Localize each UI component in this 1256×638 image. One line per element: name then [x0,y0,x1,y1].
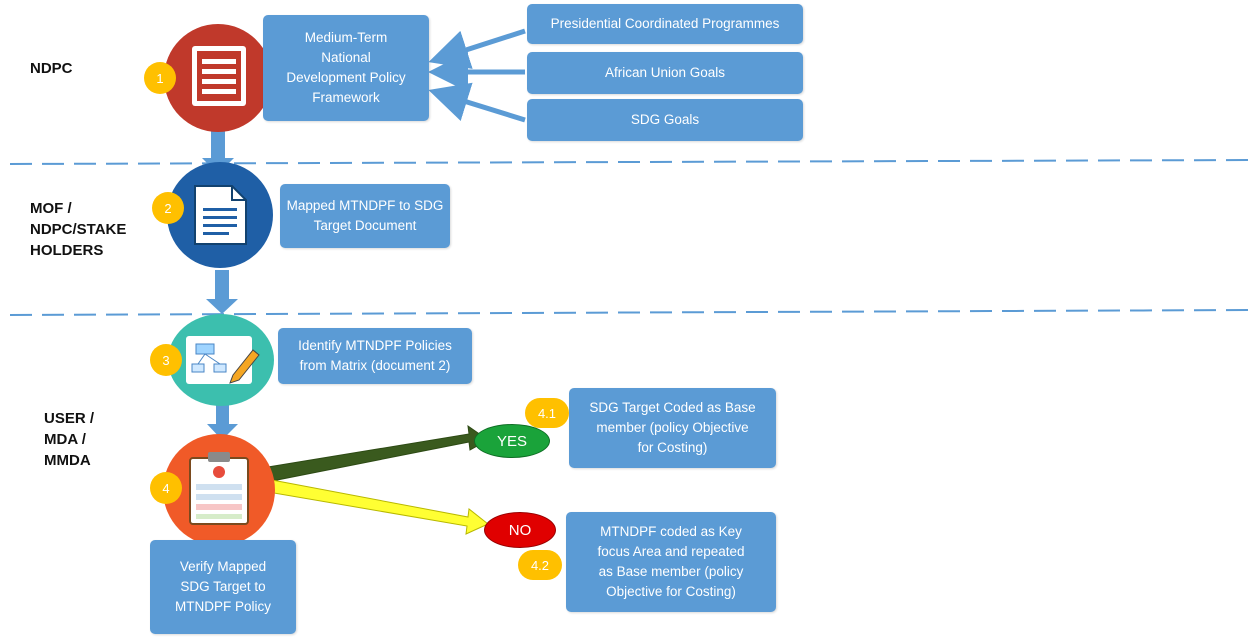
step-4-2-box: MTNDPF coded as Key focus Area and repea… [566,512,776,612]
no-arrow [267,479,489,535]
step-badge-4-2: 4.2 [518,550,562,580]
african-union-goals-box: African Union Goals [527,52,803,94]
step-4-1-box: SDG Target Coded as Base member (policy … [569,388,776,468]
yes-decision: YES [474,424,550,458]
sdg-goals-box: SDG Goals [527,99,803,141]
document-icon [164,24,272,132]
clipboard-checklist-icon [163,434,275,546]
step-arrow-2-3 [206,270,238,314]
lane-divider-1 [9,159,1256,165]
lane-label-ndpc: NDPC [30,60,73,77]
step-1-box: Medium-Term National Development Policy … [263,15,429,121]
step-badge-3: 3 [150,344,182,376]
arrow-presidential [428,28,526,69]
step-badge-4-1: 4.1 [525,398,569,428]
file-icon [167,162,273,268]
arrow-sdg [428,82,526,123]
step-badge-2: 2 [152,192,184,224]
step-2-box: Mapped MTNDPF to SDG Target Document [280,184,450,248]
step-badge-4: 4 [150,472,182,504]
lane-label-user: USER / MDA / MMDA [44,410,95,469]
no-decision: NO [484,512,556,548]
lane-label-mof: MOF / NDPC/STAKE HOLDERS [30,200,127,259]
step-arrow-3-4 [207,400,238,440]
step-badge-1: 1 [144,62,176,94]
step-4-box: Verify Mapped SDG Target to MTNDPF Polic… [150,540,296,634]
presidential-programmes-box: Presidential Coordinated Programmes [527,4,803,44]
flowchart-edit-icon [168,314,274,406]
step-3-box: Identify MTNDPF Policies from Matrix (do… [278,328,472,384]
yes-arrow [267,424,489,482]
lane-divider-2 [9,309,1256,316]
